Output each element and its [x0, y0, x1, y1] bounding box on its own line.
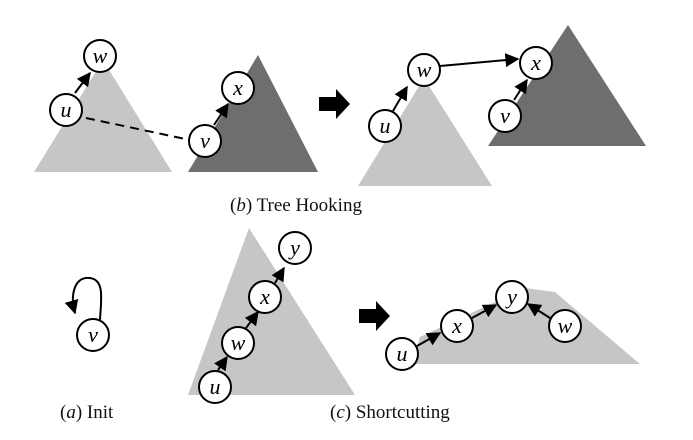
panel-a: v [64, 276, 110, 352]
self-loop-edge [64, 276, 103, 321]
panel-b-before: w u x v [34, 39, 318, 172]
svg-text:w: w [417, 57, 432, 82]
svg-text:x: x [259, 284, 270, 309]
svg-text:x: x [451, 313, 462, 338]
edge-w-to-y [526, 303, 551, 319]
node-u: u [368, 109, 402, 143]
node-x: x [519, 46, 553, 80]
hook-candidate-edge [85, 117, 191, 141]
edge-u-to-x [416, 332, 442, 347]
svg-text:x: x [232, 75, 243, 100]
tree-left-light [34, 60, 172, 172]
node-y: y [278, 231, 312, 265]
edge-u-to-w [392, 85, 408, 112]
edge-u-to-w [214, 355, 228, 372]
edge-x-to-y [471, 304, 498, 319]
node-v: v [76, 318, 110, 352]
edge-v-to-x [213, 102, 229, 126]
svg-text:w: w [93, 43, 108, 68]
node-w: w [407, 53, 441, 87]
panel-c-after: u x y w [385, 280, 640, 371]
svg-text:y: y [505, 284, 517, 309]
node-u: u [385, 337, 419, 371]
arrow-right-icon [319, 89, 350, 119]
node-u: u [198, 370, 232, 404]
node-v: v [488, 99, 522, 133]
node-y: y [495, 280, 529, 314]
svg-text:w: w [558, 313, 573, 338]
caption-b: (b) Tree Hooking [230, 195, 362, 216]
edge-w-to-x [244, 310, 259, 329]
node-w: w [548, 309, 582, 343]
svg-text:y: y [288, 235, 300, 260]
panel-b-after: w x u v [358, 25, 646, 186]
tree-c-right [412, 288, 640, 364]
tree-right-dark [488, 25, 646, 146]
svg-text:u: u [61, 97, 72, 122]
caption-a: (a) Init [60, 402, 114, 423]
caption-c: (c) Shortcutting [330, 402, 450, 423]
node-w: w [83, 39, 117, 73]
svg-text:u: u [210, 374, 221, 399]
svg-text:x: x [530, 50, 541, 75]
svg-text:u: u [397, 341, 408, 366]
node-w: w [221, 326, 255, 360]
svg-text:v: v [500, 103, 510, 128]
node-x: x [440, 309, 474, 343]
edge-w-to-x-hooked [439, 53, 520, 68]
svg-text:w: w [231, 330, 246, 355]
edge-v-to-x [513, 78, 528, 101]
node-x: x [221, 71, 255, 105]
node-v: v [188, 124, 222, 158]
tree-right-light [358, 78, 492, 186]
edge-x-to-y [271, 266, 285, 284]
arrow-right-icon [359, 301, 390, 331]
panel-c-before: y x w u [188, 228, 355, 404]
svg-text:u: u [380, 113, 391, 138]
svg-text:v: v [200, 128, 210, 153]
edge-u-to-w [74, 71, 91, 94]
svg-text:v: v [88, 322, 98, 347]
node-u: u [49, 93, 83, 127]
node-x: x [248, 280, 282, 314]
